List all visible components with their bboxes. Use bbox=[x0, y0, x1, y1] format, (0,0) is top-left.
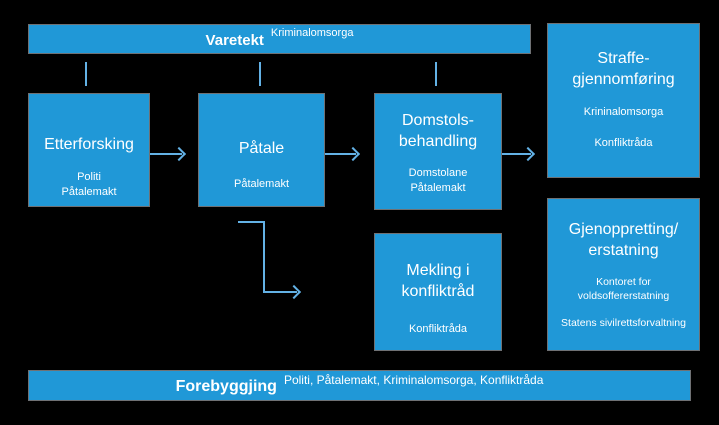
etterforsking-title: Etterforsking bbox=[44, 136, 134, 153]
connector-varetekt-to-domstolsbehandling bbox=[435, 62, 437, 86]
forebyggjing-bar: Forebyggjing Politi, Påtalemakt, Krimina… bbox=[28, 370, 691, 401]
etterforsking-box: Etterforsking Politi Påtalemakt bbox=[28, 93, 150, 207]
arrow-head-icon bbox=[345, 146, 361, 162]
mekling-title-line1: Mekling i bbox=[406, 262, 470, 279]
gjenoppretting-actor-statens: Statens sivilrettsforvaltning bbox=[561, 317, 686, 329]
domstolsbehandling-actors: Domstolane Påtalemakt bbox=[409, 166, 468, 196]
etterforsking-actor-politi: Politi bbox=[77, 171, 101, 183]
straffegjennomforing-actor-konfliktrada: Konfliktråda bbox=[594, 137, 653, 149]
connector-varetekt-to-etterforsking bbox=[85, 62, 87, 86]
straffegjennomforing-box: Straffe- gjennomføring Krininalomsorga K… bbox=[547, 23, 700, 178]
etterforsking-actor-patalemakt: Påtalemakt bbox=[61, 186, 117, 198]
etterforsking-actors: Politi Påtalemakt bbox=[61, 170, 116, 200]
elbow-patale-to-mekling-seg3 bbox=[263, 284, 302, 300]
mekling-title: Mekling i konfliktråd bbox=[402, 260, 475, 302]
domstolsbehandling-title: Domstols- behandling bbox=[399, 110, 477, 152]
gjenoppretting-title: Gjenoppretting/ erstatning bbox=[569, 219, 678, 261]
gjenoppretting-title-line1: Gjenoppretting/ bbox=[568, 221, 679, 238]
elbow-patale-to-mekling-seg1 bbox=[238, 221, 265, 223]
connector-varetekt-to-patale bbox=[259, 62, 261, 86]
domstolsbehandling-title-line2: behandling bbox=[398, 133, 478, 150]
gjenoppretting-title-line2: erstatning bbox=[588, 242, 659, 259]
domstolsbehandling-title-line1: Domstols- bbox=[401, 112, 474, 129]
varetekt-title: Varetekt bbox=[205, 31, 264, 49]
domstolsbehandling-box: Domstols- behandling Domstolane Påtalema… bbox=[374, 93, 502, 210]
domstolsbehandling-actor-patalemakt: Påtalemakt bbox=[410, 182, 466, 194]
patale-title: Påtale bbox=[238, 140, 285, 157]
mekling-box: Mekling i konfliktråd Konfliktråda bbox=[374, 233, 502, 351]
forebyggjing-subtitle: Politi, Påtalemakt, Kriminalomsorga, Kon… bbox=[283, 373, 544, 387]
forebyggjing-title: Forebyggjing bbox=[175, 377, 277, 395]
arrow-head-icon bbox=[171, 146, 187, 162]
mekling-actor-konfliktrada: Konfliktråda bbox=[408, 323, 468, 335]
arrow-etterforsking-to-patale bbox=[150, 146, 187, 162]
gjenoppretting-actor-kontoret: Kontoret for voldsoffererstatning bbox=[577, 276, 670, 302]
patale-box: Påtale Påtalemakt bbox=[198, 93, 325, 207]
arrow-head-icon bbox=[520, 146, 536, 162]
varetekt-subtitle: Kriminalomsorga bbox=[270, 27, 354, 39]
gjenoppretting-box: Gjenoppretting/ erstatning Kontoret for … bbox=[547, 198, 700, 351]
varetekt-bar: Varetekt Kriminalomsorga bbox=[28, 24, 531, 54]
domstolsbehandling-actor-domstolane: Domstolane bbox=[408, 167, 468, 179]
straffegjennomforing-title-line1: Straffe- bbox=[597, 50, 650, 67]
patale-actor-patalemakt: Påtalemakt bbox=[233, 178, 290, 190]
straffegjennomforing-actor-kriminalomsorga: Krininalomsorga bbox=[583, 106, 664, 118]
mekling-title-line2: konfliktråd bbox=[401, 283, 475, 300]
arrow-patale-to-domstolsbehandling bbox=[325, 146, 361, 162]
elbow-patale-to-mekling-seg2 bbox=[263, 221, 265, 293]
straffegjennomforing-title: Straffe- gjennomføring bbox=[572, 48, 674, 90]
straffegjennomforing-title-line2: gjennomføring bbox=[572, 71, 675, 88]
arrow-domstolsbehandling-to-straffegjennomforing bbox=[502, 146, 536, 162]
arrow-head-icon bbox=[286, 284, 302, 300]
